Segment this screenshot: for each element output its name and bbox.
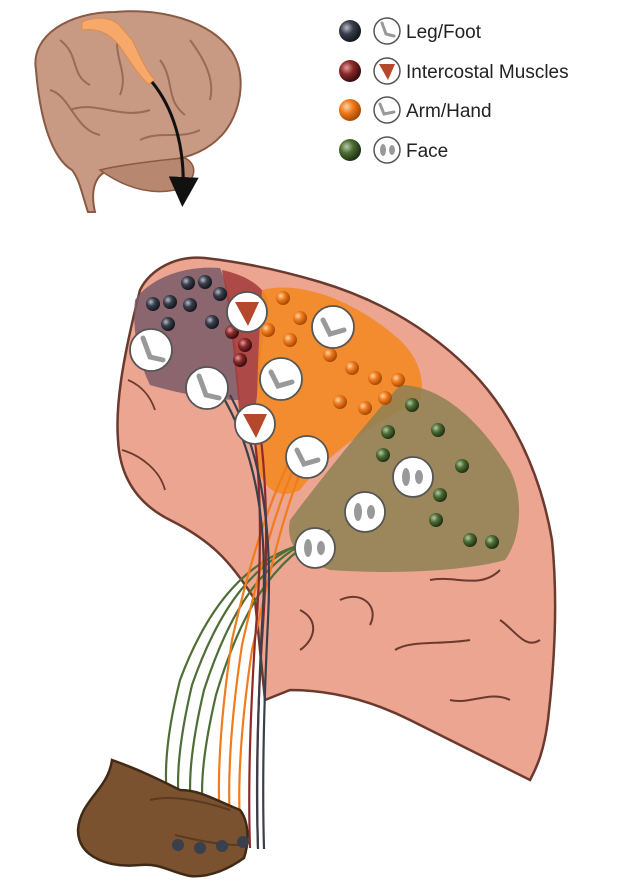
arm-hand-icon: [260, 358, 302, 400]
legend-item-arm-hand: Arm/Hand: [339, 97, 492, 123]
leg-foot-icon: [374, 18, 400, 44]
arm-hand-icon: [374, 97, 400, 123]
face-icon: [295, 528, 335, 568]
small-brain-illustration: [35, 11, 240, 212]
legend-item-face: Face: [339, 137, 448, 163]
legend-item-intercostal: Intercostal Muscles: [339, 58, 569, 84]
arm-hand-icon: [312, 306, 354, 348]
leg-foot-icon: [186, 367, 228, 409]
face-icon: [393, 457, 433, 497]
brainstem: [78, 760, 249, 876]
legend: Leg/Foot Intercostal Muscles Arm/Hand Fa…: [339, 18, 569, 163]
legend-label-intercostal: Intercostal Muscles: [406, 62, 569, 83]
intercostal-muscles-icon: [235, 404, 275, 444]
face-icon: [374, 137, 400, 163]
legend-label-face: Face: [406, 141, 448, 162]
leg-foot-icon: [130, 329, 172, 371]
intercostal-muscles-icon: [227, 292, 267, 332]
legend-item-leg-foot: Leg/Foot: [339, 18, 482, 44]
legend-label-leg-foot: Leg/Foot: [406, 22, 482, 43]
legend-label-arm-hand: Arm/Hand: [406, 101, 492, 122]
face-icon: [345, 492, 385, 532]
arm-hand-icon: [286, 436, 328, 478]
